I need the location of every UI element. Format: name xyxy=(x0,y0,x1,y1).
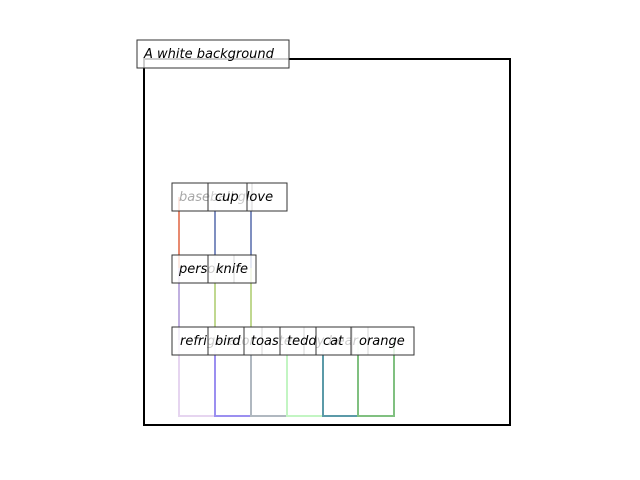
box-orange xyxy=(357,340,395,417)
label-cup: cup xyxy=(207,182,248,212)
label-text-orange: orange xyxy=(359,334,405,349)
canvas-frame xyxy=(143,58,511,426)
label-text-cup: cup xyxy=(215,190,239,205)
label-text-cat: cat xyxy=(323,334,344,349)
label-bird: bird xyxy=(207,326,245,356)
caption-text: A white background xyxy=(143,47,275,62)
label-cat: cat xyxy=(315,326,353,356)
label-text-bird: bird xyxy=(215,334,241,349)
caption-label: A white background xyxy=(136,39,290,69)
box-toaster xyxy=(250,340,287,417)
label-text-knife: knife xyxy=(216,262,248,277)
box-refrigerator xyxy=(178,340,215,417)
box-teddy-bear xyxy=(286,340,323,417)
label-orange: orange xyxy=(350,326,415,356)
label-knife: knife xyxy=(207,254,257,284)
